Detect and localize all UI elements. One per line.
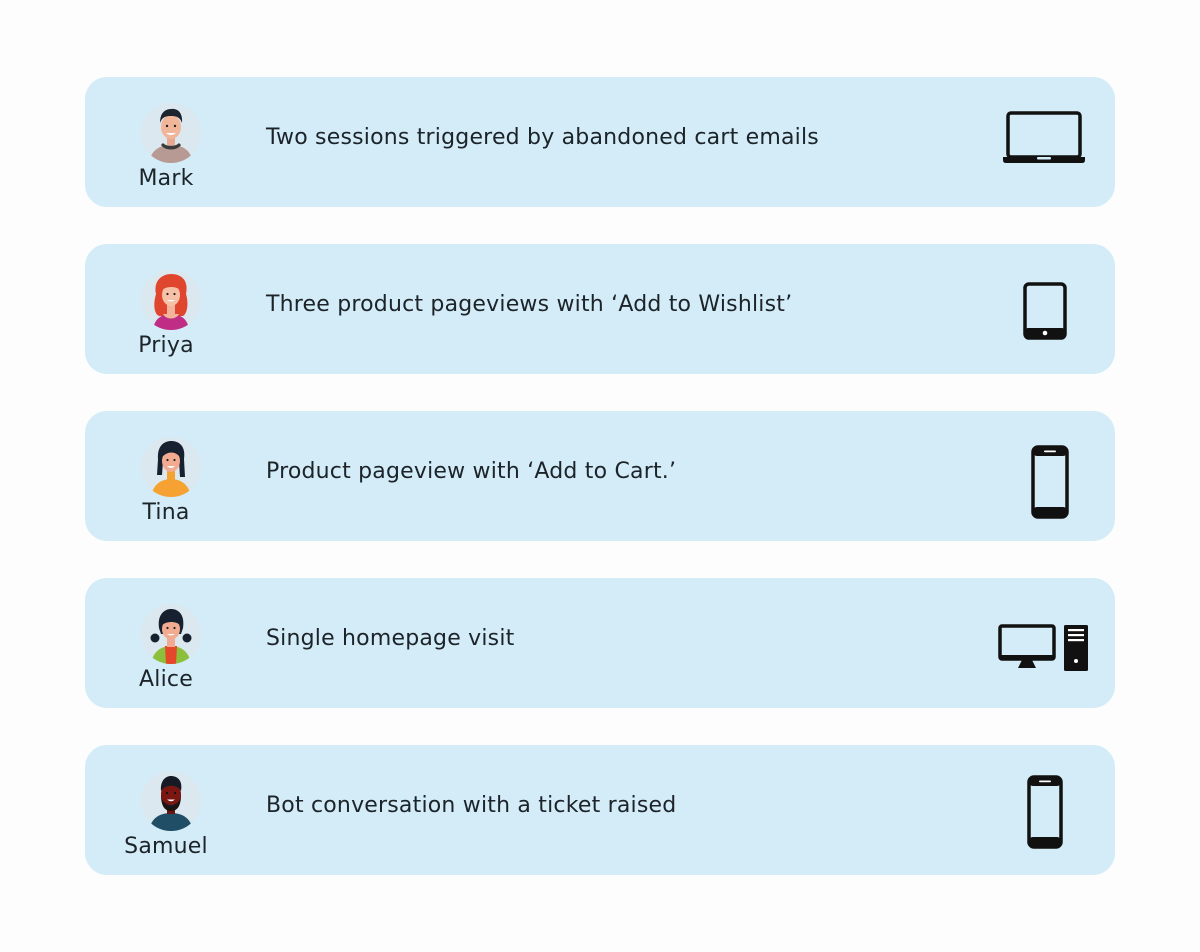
smartphone-icon xyxy=(1031,445,1069,519)
smartphone-icon xyxy=(1027,775,1063,849)
activity-description: Product pageview with ‘Add to Cart.’ xyxy=(266,459,677,484)
activity-description: Single homepage visit xyxy=(266,626,515,651)
tablet-icon xyxy=(1023,282,1067,340)
journey-card-mark: Mark Two sessions triggered by abandoned… xyxy=(85,77,1115,207)
journey-card-alice: Alice Single homepage visit xyxy=(85,578,1115,708)
person-name: Priya xyxy=(138,333,194,358)
journey-card-priya: Priya Three product pageviews with ‘Add … xyxy=(85,244,1115,374)
activity-description: Two sessions triggered by abandoned cart… xyxy=(266,125,819,150)
activity-description: Three product pageviews with ‘Add to Wis… xyxy=(266,292,793,317)
woman-avatar-icon xyxy=(141,437,201,497)
person-name: Samuel xyxy=(124,834,208,859)
person-name: Tina xyxy=(142,500,190,525)
laptop-icon xyxy=(1003,111,1085,165)
girl-pigtails-avatar-icon xyxy=(141,604,201,664)
man-beard-avatar-icon xyxy=(141,771,201,831)
desktop-computer-icon xyxy=(998,624,1090,672)
journey-card-samuel: Samuel Bot conversation with a ticket ra… xyxy=(85,745,1115,875)
journey-card-tina: Tina Product pageview with ‘Add to Cart.… xyxy=(85,411,1115,541)
man-avatar-icon xyxy=(141,103,201,163)
woman-red-hair-avatar-icon xyxy=(141,270,201,330)
user-profile: Samuel xyxy=(120,771,212,861)
user-profile: Priya xyxy=(120,270,212,360)
user-profile: Alice xyxy=(120,604,212,694)
user-profile: Tina xyxy=(120,437,212,527)
activity-description: Bot conversation with a ticket raised xyxy=(266,793,677,818)
user-profile: Mark xyxy=(120,103,212,193)
person-name: Alice xyxy=(139,667,193,692)
person-name: Mark xyxy=(138,166,194,191)
